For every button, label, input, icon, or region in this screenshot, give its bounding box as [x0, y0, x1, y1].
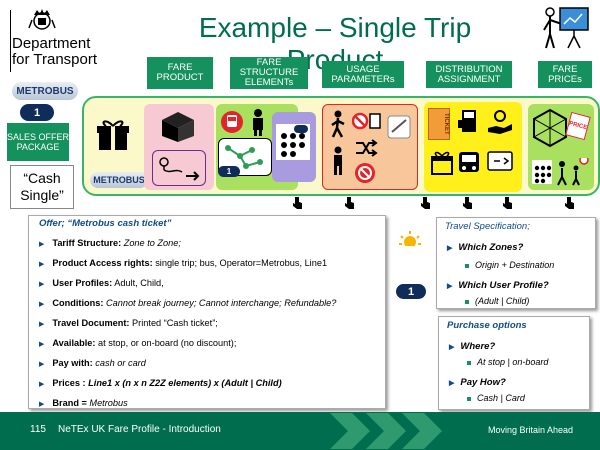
- col-head-fare-product: FARE PRODUCT: [147, 57, 213, 89]
- product-name-line-2: Single”: [20, 187, 64, 203]
- purchase-answer: At stop | on-board: [467, 357, 548, 367]
- metrobus-logo-small: METROBUS: [90, 172, 148, 188]
- cash-hand-icon: [488, 110, 512, 134]
- zone-network-icon: [225, 145, 263, 169]
- offer-box: Offer; “Metrobus cash ticket” ▶Tariff St…: [28, 215, 386, 409]
- department-title: Department for Transport: [12, 36, 152, 68]
- purchase-question: ▶Where?: [449, 341, 496, 352]
- offer-item: ▶Travel Document: Printed “Cash ticket”;: [39, 318, 218, 328]
- purchase-options-title: Purchase options: [447, 320, 527, 331]
- ticket-icon: TICKET: [428, 108, 450, 140]
- col-head-fare-prices: FARE PRICEs: [538, 61, 592, 88]
- dots-and-people-icon: [532, 158, 589, 186]
- number-badge: 1: [20, 104, 54, 121]
- metrobus-logo: METROBUS: [12, 82, 78, 100]
- pointer-hand-icon: [421, 197, 430, 209]
- bus-icon: [459, 152, 479, 172]
- chevron-arrows-icon: [330, 413, 442, 449]
- footer-tagline: Moving Britain Ahead: [488, 425, 574, 435]
- product-strip: METROBUS 1: [82, 96, 600, 196]
- refund-icon: [387, 115, 411, 139]
- dot-grid-icon: [276, 124, 310, 160]
- offer-title: Offer; “Metrobus cash ticket”: [39, 218, 172, 229]
- product-name-box: “Cash Single”: [10, 165, 74, 209]
- purchase-answer: Cash | Card: [467, 393, 525, 403]
- no-break-journey-icon: [352, 112, 381, 130]
- pointer-hand-icon: [503, 197, 512, 209]
- offer-item: ▶Available: at stop, or on-board (no dis…: [39, 338, 237, 348]
- col-head-distribution: DISTRIBUTION ASSIGNMENT: [426, 61, 512, 88]
- presenter-icon: [543, 7, 589, 49]
- col-head-usage-parameters: USAGE PARAMETERs: [322, 61, 404, 88]
- offer-item: ▶Conditions: Cannot break journey; Canno…: [39, 298, 337, 308]
- travel-spec-title: Travel Specification;: [445, 221, 530, 232]
- purchase-question: ▶Pay How?: [449, 377, 506, 388]
- card-payment-icon: [487, 151, 513, 171]
- operator-person-icon: [253, 109, 263, 136]
- offer-item: ▶Pay with: cash or card: [39, 358, 146, 368]
- price-matrix-icon: [533, 108, 567, 148]
- no-entry-icon: [355, 163, 375, 183]
- gift-small-icon: [431, 151, 453, 175]
- page-number: 115: [30, 424, 46, 435]
- footer-bar: [0, 412, 600, 450]
- dept-line-2: for Transport: [12, 51, 98, 68]
- travel-spec-question: ▶Which Zones?: [447, 242, 524, 253]
- dept-line-1: Department: [12, 35, 91, 52]
- pointer-hand-icon: [463, 197, 472, 209]
- offer-item: ▶Prices : Line1 x (n x n Z2Z elements) x…: [39, 378, 282, 388]
- offer-item: ▶Brand = Metrobus: [39, 398, 128, 408]
- route-pin-icon: [159, 157, 200, 181]
- sales-offer-package-badge: SALES OFFER PACKAGE: [7, 123, 69, 161]
- footer-title: NeTEx UK Fare Profile - Introduction: [58, 424, 221, 435]
- pointer-hand-icon: [345, 197, 354, 209]
- travel-spec-answer: Origin + Destination: [465, 260, 554, 270]
- walking-person-icon: [331, 110, 345, 138]
- offer-item: ▶Tariff Structure: Zone to Zone;: [39, 238, 181, 248]
- travel-spec-answer: (Adult | Child): [465, 296, 529, 306]
- access-rights-zone: [152, 150, 206, 186]
- gift-icon: [97, 120, 129, 150]
- pointer-hand-icon: [565, 197, 574, 209]
- travel-spec-question: ▶Which User Profile?: [447, 280, 549, 291]
- interchange-icon: [356, 139, 378, 157]
- col-head-fare-structure: FARE STRUCTURE ELEMENTs: [230, 57, 308, 89]
- open-box-icon: [162, 112, 194, 142]
- number-badge: 1: [396, 284, 426, 299]
- travel-spec-box: Travel Specification; ▶Which Zones? Orig…: [436, 217, 596, 309]
- line-badge: 1: [218, 166, 240, 177]
- adult-child-icon: [334, 146, 342, 175]
- pointer-hand-icon: [293, 197, 302, 209]
- sun-icon: [399, 231, 421, 251]
- ticket-machine-icon: [458, 110, 476, 132]
- royal-crest-icon: [28, 9, 56, 30]
- offer-item: ▶Product Access rights: single trip; bus…: [39, 258, 328, 268]
- product-name-line-1: “Cash: [23, 170, 61, 186]
- bus-stop-icon: [221, 111, 243, 133]
- offer-item: ▶User Profiles: Adult, Child,: [39, 278, 164, 288]
- purchase-options-box: Purchase options ▶Where? At stop | on-bo…: [438, 316, 590, 410]
- header-divider: [10, 10, 11, 72]
